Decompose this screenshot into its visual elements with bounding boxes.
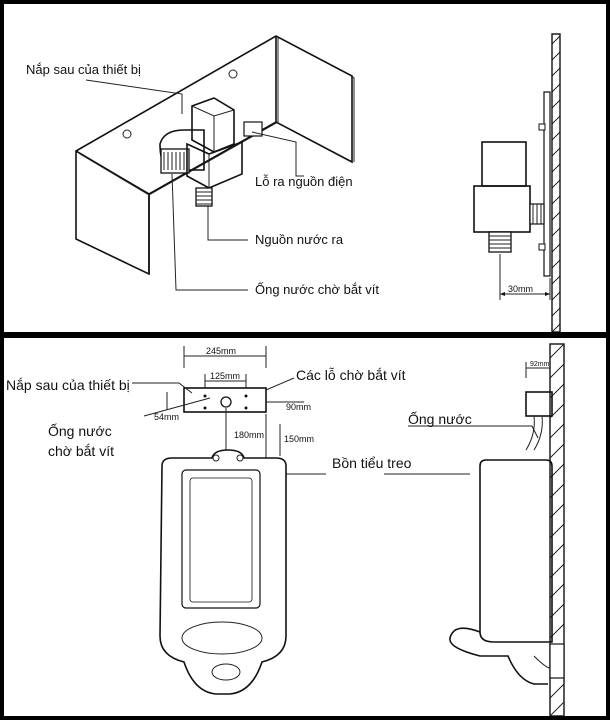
top-side-view	[473, 33, 561, 332]
label-screw-holes: Các lỗ chờ bắt vít	[296, 367, 406, 383]
top-panel-diagram: Nắp sau của thiết bị Lỗ ra nguồn điện Ng…	[4, 4, 606, 332]
dim-245mm: 245mm	[206, 346, 236, 356]
dim-54mm: 54mm	[154, 412, 179, 422]
bottom-panel-diagram: 245mm 125mm 54mm 90mm 180mm 150mm Nắp sa…	[4, 338, 606, 716]
dim-90mm: 90mm	[286, 402, 311, 412]
label-screw-pipe-line2: chờ bắt vít	[48, 443, 114, 459]
label-back-cover-bottom: Nắp sau của thiết bị	[6, 377, 130, 393]
label-water-out: Nguồn nước ra	[255, 232, 344, 247]
label-screw-pipe: Ống nước chờ bắt vít	[255, 282, 379, 297]
label-back-cover: Nắp sau của thiết bị	[26, 62, 141, 77]
top-leader-lines	[85, 79, 304, 291]
bottom-diagram-svg: 245mm 125mm 54mm 90mm 180mm 150mm Nắp sa…	[6, 343, 565, 716]
label-urinal: Bồn tiểu treo	[332, 455, 412, 471]
dim-125mm: 125mm	[210, 371, 240, 381]
dim-180mm: 180mm	[234, 430, 264, 440]
label-power-outlet: Lỗ ra nguồn điện	[255, 174, 353, 189]
label-screw-pipe-line1: Ống nước	[48, 422, 112, 439]
urinal-side-view	[449, 343, 565, 716]
plate-front-view	[183, 387, 304, 413]
dim-30mm: 30mm	[508, 284, 533, 294]
bottom-leader-lines	[132, 377, 539, 475]
label-water-pipe: Ống nước	[408, 410, 472, 427]
dim-92mm: 92mm	[530, 361, 550, 368]
dim-lines-plate	[166, 346, 267, 410]
urinal-front-view	[159, 449, 287, 695]
valve-assembly	[159, 97, 263, 207]
top-diagram-svg: Nắp sau của thiết bị Lỗ ra nguồn điện Ng…	[26, 33, 561, 332]
dim-150mm: 150mm	[284, 434, 314, 444]
